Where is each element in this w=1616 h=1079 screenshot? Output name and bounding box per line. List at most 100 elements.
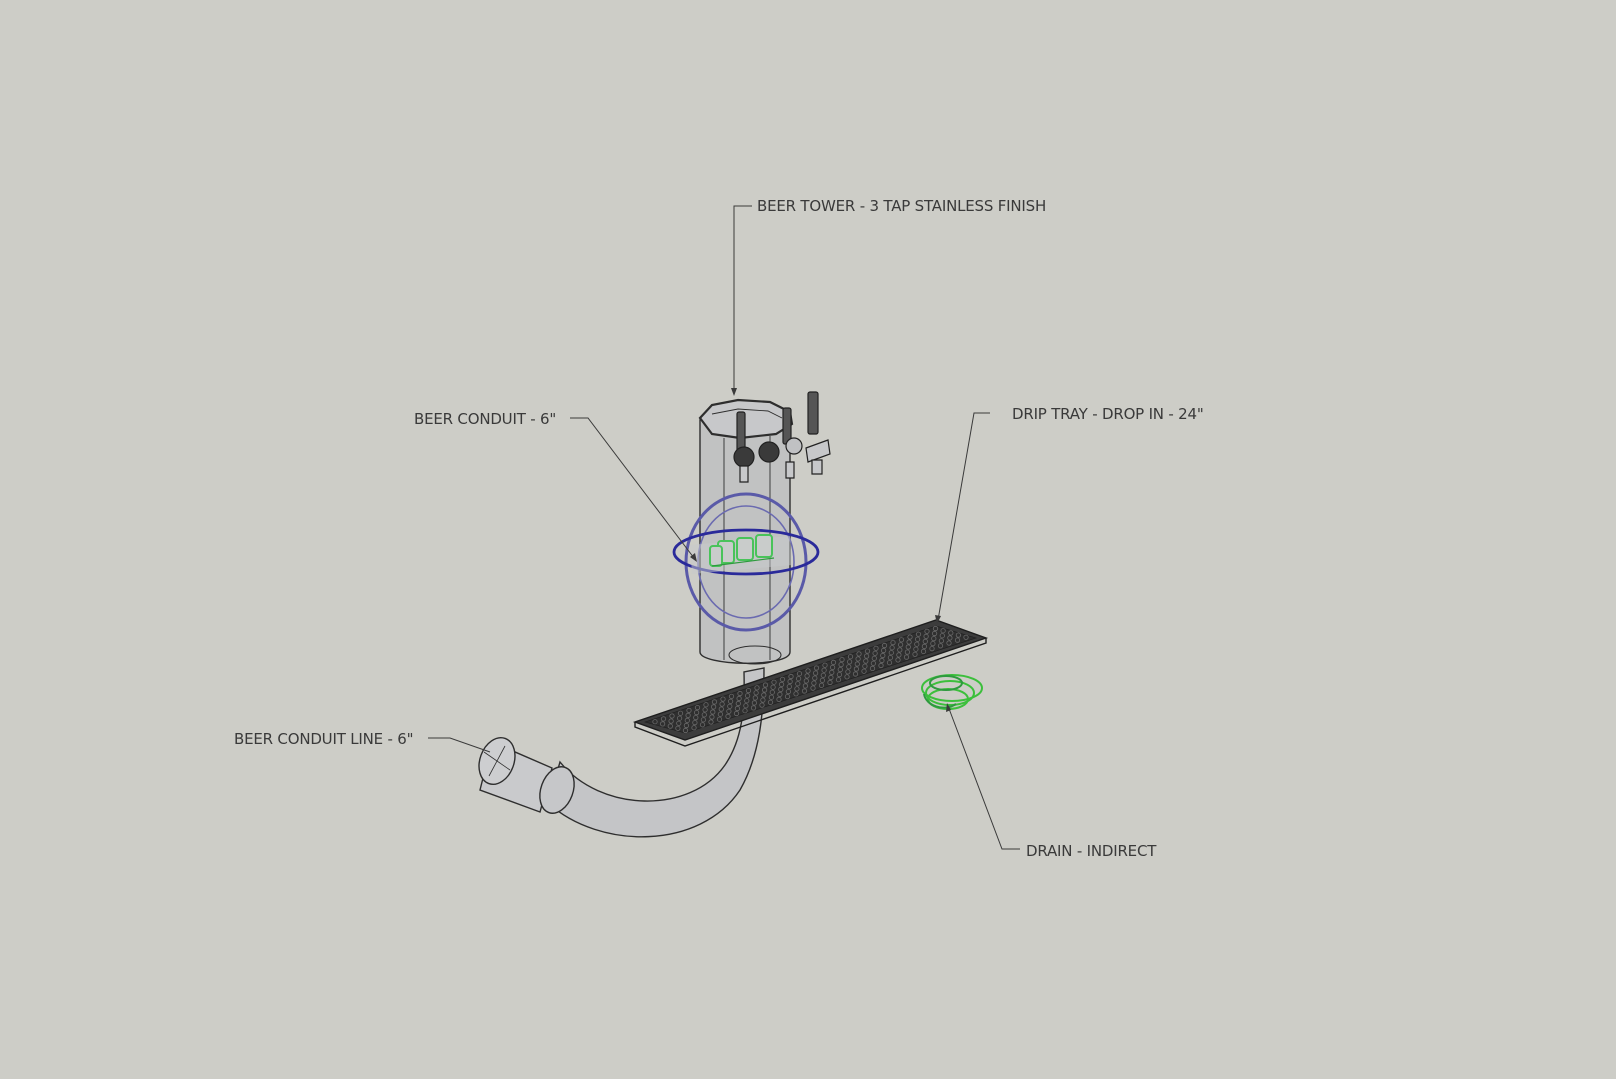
- drip-tray-grate-hole: [939, 633, 945, 639]
- drip-tray-grate-hole: [699, 722, 706, 728]
- drip-tray-grate-hole: [955, 632, 962, 638]
- drip-tray-grate-hole: [744, 693, 751, 699]
- drip-tray-grate-hole: [685, 712, 691, 719]
- drip-tray-grate-hole: [963, 634, 969, 640]
- drip-tray-grate-hole: [742, 708, 748, 714]
- drip-tray-grate-hole: [694, 704, 701, 711]
- drip-tray-grate-hole: [811, 680, 817, 686]
- drip-tray-grate-hole: [924, 628, 930, 634]
- drip-tray-grate-hole: [810, 685, 816, 691]
- label-beer-conduit-line: BEER CONDUIT LINE - 6": [234, 730, 413, 748]
- drip-tray-grate-hole: [767, 699, 774, 705]
- drip-tray-grate-hole: [907, 634, 913, 640]
- drip-tray-grate-hole: [753, 690, 759, 696]
- leader-arrowheads: [690, 388, 951, 712]
- drip-tray-grate-hole: [914, 641, 920, 647]
- drip-tray-grate-hole: [920, 648, 927, 655]
- drip-tray-grate-hole: [827, 679, 833, 686]
- drip-tray-grate-hole: [921, 643, 928, 650]
- drip-tray-grate-hole: [769, 689, 775, 695]
- label-beer-tower: BEER TOWER - 3 TAP STAINLESS FINISH: [757, 197, 1046, 215]
- drip-tray-grate-hole: [888, 650, 894, 656]
- drip-tray-grate-hole: [751, 700, 758, 706]
- drip-tray-grate-hole: [856, 651, 862, 657]
- drip-tray-grate-hole: [887, 655, 894, 661]
- drip-tray-grate-hole: [828, 674, 834, 681]
- drip-tray-grate-hole: [818, 682, 825, 688]
- drip-tray-grate-hole: [793, 691, 799, 697]
- drip-tray-grate-hole: [745, 687, 752, 694]
- drip-tray-grate-hole: [938, 638, 945, 644]
- drip-tray-grate-hole: [710, 709, 716, 715]
- drip-tray-grate-hole: [700, 717, 707, 723]
- drip-tray-grate-hole: [922, 638, 928, 645]
- drip-tray-grate-hole: [947, 635, 953, 641]
- drip-tray-grate-hole: [819, 677, 826, 683]
- drip-tray-grate-hole: [785, 688, 792, 695]
- drip-tray-grate-hole: [652, 719, 658, 725]
- drip-tray-grate-hole: [794, 686, 800, 692]
- drip-tray-grate-hole: [727, 703, 733, 709]
- drip-tray-grate-hole: [871, 655, 877, 661]
- drip-tray-grate-hole: [931, 635, 937, 642]
- drip-tray-grate-hole: [802, 683, 809, 689]
- drip-tray-grate-hole: [873, 645, 879, 651]
- drip-tray-grate-hole: [898, 637, 905, 643]
- drip-tray-grate-hole: [676, 715, 683, 721]
- drip-tray-grate-hole: [914, 636, 921, 642]
- drip-tray-grate-hole: [754, 685, 760, 691]
- drip-tray-grate-hole: [829, 669, 835, 676]
- drip-tray-grate-hole: [727, 698, 734, 704]
- drip-tray-grate-hole: [734, 705, 741, 712]
- drain: [921, 674, 983, 710]
- drip-tray-grate-hole: [805, 668, 811, 674]
- leader-beer-tower: [733, 205, 752, 392]
- drip-tray-grate-hole: [890, 639, 896, 646]
- drip-tray-grate-hole: [846, 664, 852, 670]
- drip-tray-grate-hole: [691, 725, 697, 731]
- drip-tray-grate-hole: [886, 660, 893, 666]
- drip-tray-grate-hole: [682, 727, 689, 734]
- drip-tray-grate-hole: [862, 663, 868, 669]
- drip-tray-grate-hole: [821, 667, 827, 673]
- drip-tray-grate-hole: [686, 707, 692, 714]
- drip-tray-grate-hole: [940, 628, 946, 634]
- drip-tray-grate-hole: [872, 650, 878, 656]
- drip-tray-grate-hole: [709, 714, 715, 720]
- drip-tray-grate-hole: [771, 679, 777, 685]
- drip-tray-grate-hole: [864, 648, 871, 654]
- drip-tray-grate-hole: [870, 660, 877, 666]
- drip-tray-grate-hole: [683, 722, 690, 729]
- drip-tray-grate-hole: [946, 640, 952, 646]
- label-drain: DRAIN - INDIRECT: [1026, 842, 1157, 860]
- drip-tray-grate-hole: [744, 698, 750, 704]
- drip-tray-grate-hole: [668, 718, 674, 724]
- drip-tray-grate-hole: [861, 668, 867, 674]
- drip-tray-grate-hole: [736, 695, 742, 702]
- drip-tray-grate-hole: [896, 652, 902, 658]
- drip-tray-grate-hole: [719, 701, 725, 707]
- drip-tray-grate-hole: [777, 691, 783, 698]
- drip-tray-grate-hole: [930, 640, 936, 647]
- drip-tray-grate-hole: [812, 675, 818, 681]
- drip-tray-grate-hole: [804, 673, 810, 679]
- drip-tray-grate-hole: [844, 674, 850, 680]
- drip-tray-grate-hole: [725, 713, 731, 720]
- drip-tray-grate-hole: [853, 666, 860, 672]
- drip-tray-grate-hole: [716, 716, 723, 722]
- drip-tray-grate-hole: [812, 670, 819, 676]
- drip-tray-grate-hole: [743, 703, 749, 709]
- label-beer-conduit: BEER CONDUIT - 6": [414, 410, 556, 428]
- drip-tray-grate-hole: [905, 644, 911, 650]
- drip-tray-grate-hole: [710, 704, 717, 710]
- drip-tray-grate-hole: [897, 642, 904, 648]
- drip-tray-grate-hole: [728, 693, 735, 699]
- drip-tray-grate-hole: [845, 669, 851, 675]
- drip-tray-grate-hole: [667, 723, 673, 729]
- drip-tray-grate-hole: [880, 652, 886, 659]
- drip-tray-grate-hole: [693, 714, 699, 721]
- leader-beer-conduit-line: [428, 737, 491, 753]
- drip-tray-grate-hole: [852, 671, 859, 677]
